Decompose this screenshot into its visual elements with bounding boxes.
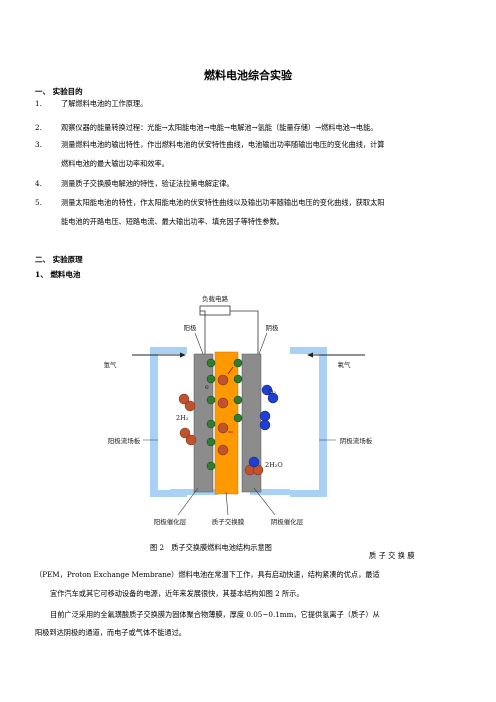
item-number: 4. (35, 179, 42, 188)
caption-right-text: 质子交换膜 (369, 551, 417, 560)
o2-formula: O₂ (268, 388, 276, 396)
membrane-label: 质子交换膜 (212, 517, 245, 526)
section-heading-principle: 二、 实验原理 (35, 255, 83, 264)
electron-label: e (205, 383, 209, 391)
cathode-label: 阴极 (266, 323, 280, 332)
load-wire-right (230, 310, 259, 357)
item-text: 测量质子交换膜电解池的特性，验证法拉第电解定律。 (61, 179, 234, 188)
item-text: 测量燃料电池的输出特性，作出燃料电池的伏安特性曲线，电池输出功率随输出电压的变化… (61, 140, 385, 149)
item-number: 1. (35, 99, 42, 108)
anode-catalyst-label: 阳极催化层 (154, 517, 187, 526)
objective-item-4: 4. 测量质子交换膜电解池的特性，验证法拉第电解定律。 (35, 176, 234, 191)
item-number: 3. (35, 140, 42, 149)
oxygen-molecules (248, 384, 279, 468)
hydrogen-molecules (178, 393, 264, 476)
subsection-heading-fuel-cell: 1、 燃料电池 (35, 270, 81, 279)
body-line-4: 阳极到达阴极的通道，而电子或气体不能通过。 (35, 628, 186, 637)
item-number: 5. (35, 198, 42, 207)
h2-formula: 2H₂ (176, 414, 189, 422)
h2o-formula: 2H₂O (265, 461, 283, 469)
anode-flow-plate (150, 347, 187, 497)
objective-item-1: 1. 了解燃料电池的工作原理。 (35, 96, 147, 111)
objective-item-3: 3. 测量燃料电池的输出特性，作出燃料电池的伏安特性曲线，电池输出功率随输出电压的… (35, 137, 384, 152)
objective-item-5-continued: 能电池的开路电压、短路电流、最大输出功率、填充因子等特性参数。 (61, 217, 284, 226)
anode-label: 阳极 (184, 323, 198, 332)
cathode-catalyst-label: 阴极催化层 (271, 517, 304, 526)
load-wire-left (200, 310, 206, 357)
cathode-plate-bottom (250, 489, 290, 495)
proton-exchange-membrane (214, 351, 239, 495)
item-text: 测量太阳能电池的特性，作太阳能电池的伏安特性曲线以及输出功率随输出电压的变化曲线… (61, 198, 385, 207)
objective-item-3-continued: 燃料电池的最大输出功率和效率。 (61, 159, 169, 168)
page-title: 燃料电池综合实验 (204, 69, 292, 82)
item-text: 观察仪器的能量转换过程：光能→太阳能电池→电能→电解池→氢能（能量存储）→燃料电… (61, 123, 378, 132)
section-heading-objectives: 一、 实验目的 (35, 87, 83, 96)
item-text: 了解燃料电池的工作原理。 (61, 99, 148, 108)
cathode-flow-plate (290, 347, 327, 497)
body-line-2: 宜作汽车或其它可移动设备的电源，近年来发展很快，其基本结构如图 2 所示。 (50, 589, 304, 598)
item-number: 2. (35, 123, 42, 132)
cathode-flow-plate-label: 阴极流场板 (340, 436, 373, 445)
objective-item-5: 5. 测量太阳能电池的特性，作太阳能电池的伏安特性曲线以及输出功率随输出电压的变化… (35, 195, 384, 210)
body-line-1: （PEM，Proton Exchange Membrane）燃料电池在常温下工作… (35, 570, 380, 579)
oxygen-label: 氧气 (338, 360, 352, 369)
load-resistor (199, 305, 231, 316)
load-circuit-label: 负载电路 (202, 294, 229, 303)
figure-caption: 图 2 质子交换膜燃料电池结构示意图 (150, 543, 272, 552)
anode-flow-plate-label: 阳极流场板 (108, 436, 141, 445)
membrane-ions (217, 374, 229, 456)
fuel-cell-diagram: 负载电路 阳极 阴极 氢气 氧气 e 2H₂ O₂ 2H₂O 阳极流场 (104, 294, 373, 526)
objective-item-2: 2. 观察仪器的能量转换过程：光能→太阳能电池→电能→电解池→氢能（能量存储）→燃… (35, 120, 377, 135)
body-line-3: 目前广泛采用的全氟璜酸质子交换膜为固体聚合物薄膜，厚度 0.05~0.1mm，它… (50, 610, 380, 619)
proton-particles (206, 358, 243, 471)
hydrogen-label: 氢气 (104, 360, 118, 369)
